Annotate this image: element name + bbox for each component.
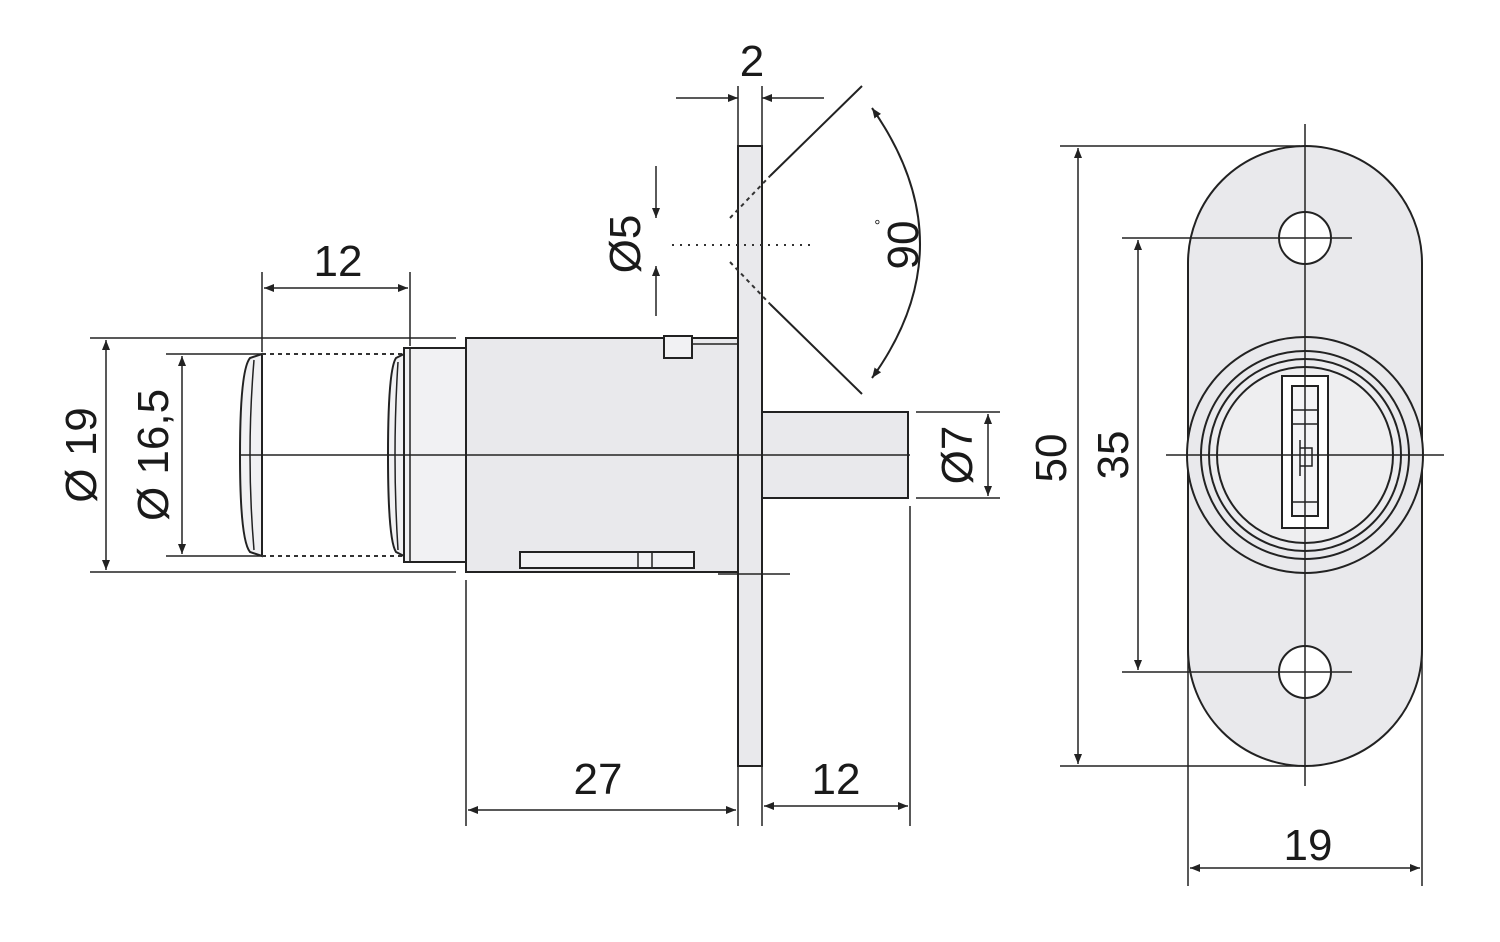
plate-height-label: 50 <box>1027 434 1076 483</box>
front-view: 50 35 19 <box>1027 124 1444 886</box>
inner-diameter-dimension: Ø 16,5 <box>129 353 262 557</box>
outer-diameter-dimension: Ø 19 <box>57 337 456 573</box>
flange-thickness-dimension: 2 <box>676 37 824 146</box>
cylinder-length-label: 12 <box>314 237 363 286</box>
side-view: 90 ° Ø5 2 12 <box>57 37 1000 826</box>
pin-diameter-dimension: Ø7 <box>916 411 1000 499</box>
outer-diameter-label: Ø 19 <box>57 407 106 502</box>
countersink-line-bottom <box>729 261 771 305</box>
hole-diameter-dimension: Ø5 <box>601 166 660 316</box>
angle-line-top <box>769 85 863 177</box>
cylinder-length-dimension: 12 <box>261 237 411 352</box>
countersink-line-top <box>729 175 771 219</box>
pin-length-dimension: 12 <box>761 506 911 826</box>
pin-length-label: 12 <box>812 755 861 804</box>
angle-degree-mark: ° <box>873 219 890 225</box>
hole-spacing-dimension: 35 <box>1089 240 1142 670</box>
plate-width-dimension: 19 <box>1187 640 1423 886</box>
flange-plate <box>737 145 763 767</box>
angle-line-bottom <box>769 303 863 395</box>
lock-body <box>465 335 739 573</box>
angle-arc <box>871 107 921 379</box>
inner-diameter-label: Ø 16,5 <box>129 389 178 521</box>
flange-thickness-label: 2 <box>740 37 764 86</box>
hole-spacing-label: 35 <box>1089 431 1138 480</box>
body-length-dimension: 27 <box>465 580 739 826</box>
plate-width-label: 19 <box>1284 821 1333 870</box>
body-length-label: 27 <box>574 755 623 804</box>
plate-height-dimension: 50 <box>1027 145 1300 767</box>
hole-diameter-label: Ø5 <box>601 215 650 274</box>
pin-diameter-label: Ø7 <box>933 426 982 485</box>
angle-label: 90 <box>879 221 928 270</box>
